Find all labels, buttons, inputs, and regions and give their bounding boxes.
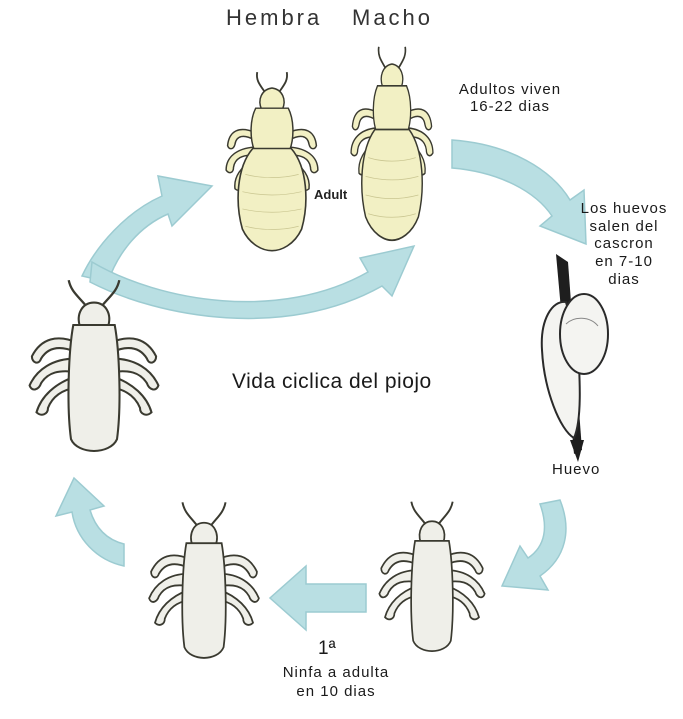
nymph-to-adult-line-2: en 10 dias [246,683,426,702]
adults-lifespan-label: Adultos viven 16-22 dias [446,82,574,116]
adults-lifespan-line-1: Adultos viven [446,82,574,99]
egg-label: Huevo [552,462,600,479]
eggs-hatch-line-4: en 7-10 [566,253,682,271]
nymph-to-adult-line-1: Ninfa a adulta [246,664,426,683]
adults-lifespan-line-2: 16-22 dias [446,99,574,116]
second-nymph-icon [149,502,259,658]
cycle-arrow-icon [502,500,566,590]
third-nymph-icon [30,280,159,451]
male-label: Macho [352,6,433,31]
center-title: Vida ciclica del piojo [232,370,432,394]
cycle-arrow-icon [90,246,414,318]
eggs-hatch-line-2: salen del [566,218,682,236]
eggs-hatch-label: Los huevos salen del cascron en 7-10 dia… [566,200,682,288]
female-adult-louse-icon [226,72,318,251]
cycle-arrow-icon [270,566,366,630]
eggs-hatch-line-3: cascron [566,235,682,253]
eggs-hatch-line-5: dias [566,271,682,289]
male-adult-louse-icon [351,47,433,240]
cycle-arrow-icon [56,478,124,566]
adult-tag: Adult [314,188,347,203]
first-nymph-icon [379,502,484,651]
cycle-arrow-icon [82,176,212,282]
first-nymph-number: 1ª [318,638,336,659]
nymph-to-adult-label: Ninfa a adulta en 10 dias [246,664,426,702]
female-label: Hembra [226,6,322,31]
eggs-hatch-line-1: Los huevos [566,200,682,218]
